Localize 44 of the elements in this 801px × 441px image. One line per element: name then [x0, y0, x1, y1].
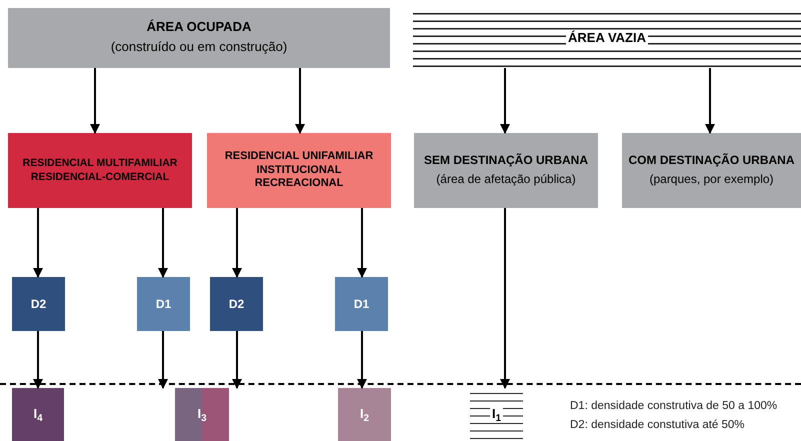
box-title: ÁREA OCUPADA — [146, 19, 252, 36]
arrow — [158, 208, 168, 278]
box-subtitle: (construído ou em construção) — [110, 38, 288, 56]
category-box — [8, 8, 390, 68]
box-subtitle: (área de afetação pública) — [436, 171, 576, 188]
box-title: RESIDENCIAL MULTIFAMILIAR RESIDENCIAL-COMERCIAL — [22, 157, 178, 184]
density-box — [335, 277, 388, 331]
arrow — [232, 208, 242, 278]
index-box — [12, 388, 64, 441]
box-title: D2 — [30, 296, 46, 312]
density-box — [12, 277, 65, 331]
box-title: I$_{2}$ — [360, 406, 370, 423]
arrow — [158, 331, 168, 389]
category-box — [207, 133, 391, 208]
box-title: I$_{3}$ — [197, 406, 207, 423]
arrow — [357, 331, 367, 389]
box-title: I$_{1}$ — [490, 406, 504, 423]
box-title: ÁREA VAZIA — [566, 30, 648, 46]
arrow — [90, 68, 100, 134]
arrow — [232, 331, 242, 389]
arrow — [357, 208, 367, 278]
arrow — [295, 68, 305, 134]
box-subtitle: (parques, por exemplo) — [649, 171, 774, 188]
box-title: D2 — [228, 296, 244, 312]
box-title: SEM DESTINAÇÃO URBANA — [424, 153, 588, 168]
arrow — [500, 68, 510, 134]
box-title: I$_{4}$ — [33, 406, 43, 423]
category-box — [414, 133, 598, 208]
arrow — [33, 331, 43, 389]
box-title: D1 — [156, 296, 172, 312]
arrow — [500, 208, 510, 389]
box-title: D1 — [354, 296, 370, 312]
index-box — [338, 388, 391, 441]
arrow — [33, 208, 43, 278]
legend-note: D1: densidade construtiva de 50 a 100% — [570, 399, 778, 414]
category-box — [8, 133, 192, 208]
category-box — [622, 133, 801, 208]
density-box — [210, 277, 263, 331]
box-title: RESIDENCIAL UNIFAMILIAR INSTITUCIONAL RECREACIONAL — [224, 150, 374, 192]
legend-note: D2: densidade constutiva até 50% — [570, 418, 746, 434]
index-box — [175, 388, 229, 441]
density-box — [137, 277, 190, 331]
arrow — [705, 68, 715, 134]
box-title: COM DESTINAÇÃO URBANA — [628, 153, 794, 168]
